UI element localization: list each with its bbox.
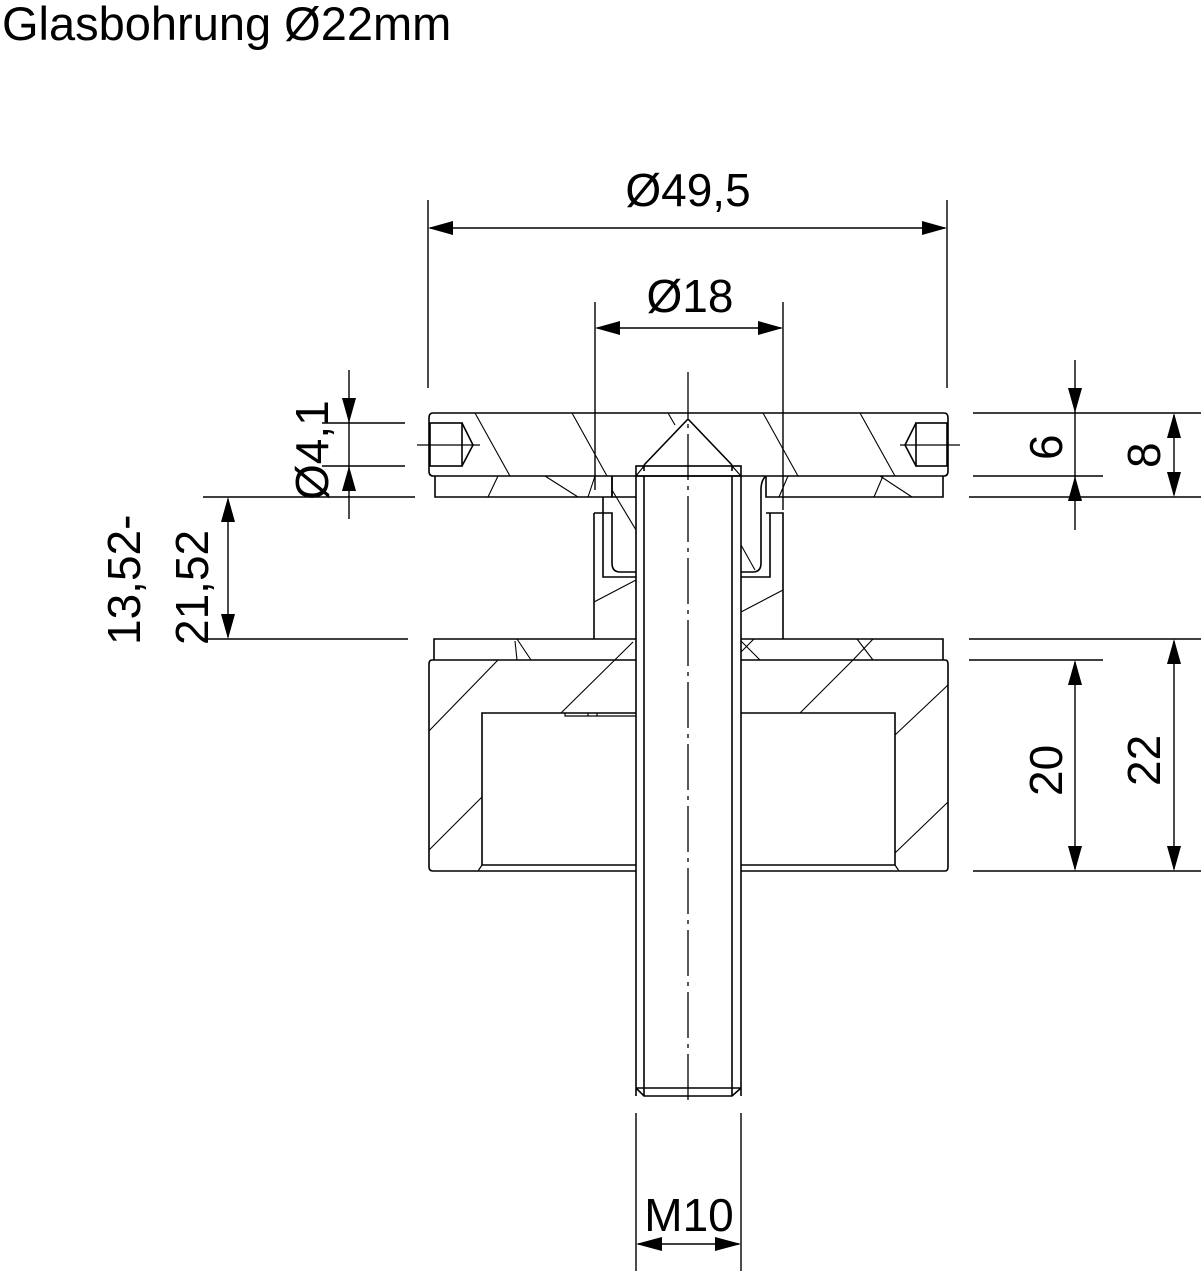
dimension-glass-gap: 13,52- 21,52 (98, 496, 415, 645)
label-base-inner: 20 (1020, 745, 1072, 796)
label-outer-diameter: Ø49,5 (625, 164, 750, 216)
drawing-title: Glasbohrung Ø22mm (2, 0, 452, 50)
dimension-cap-thickness: 6 8 (969, 360, 1201, 530)
dimension-countersink: Ø4,1 (286, 370, 405, 519)
dimension-thread: M10 (635, 1113, 742, 1271)
label-thread: M10 (644, 1189, 733, 1241)
label-base-outer: 22 (1118, 735, 1170, 786)
central-bolt (635, 372, 742, 1102)
base-cylinder (428, 638, 949, 872)
top-cap-disc (417, 412, 960, 498)
spacer-sleeve (593, 475, 784, 639)
label-glass-gap-max: 21,52 (166, 530, 218, 645)
dimension-inner-diameter: Ø18 (594, 270, 784, 510)
label-cap-outer: 8 (1118, 442, 1170, 468)
label-cap-inner: 6 (1020, 434, 1072, 460)
dimension-base-height: 20 22 (969, 638, 1201, 872)
label-glass-gap-min: 13,52- (98, 515, 150, 645)
dimension-outer-diameter: Ø49,5 (427, 164, 948, 388)
label-countersink: Ø4,1 (286, 400, 338, 500)
label-inner-diameter: Ø18 (647, 270, 734, 322)
